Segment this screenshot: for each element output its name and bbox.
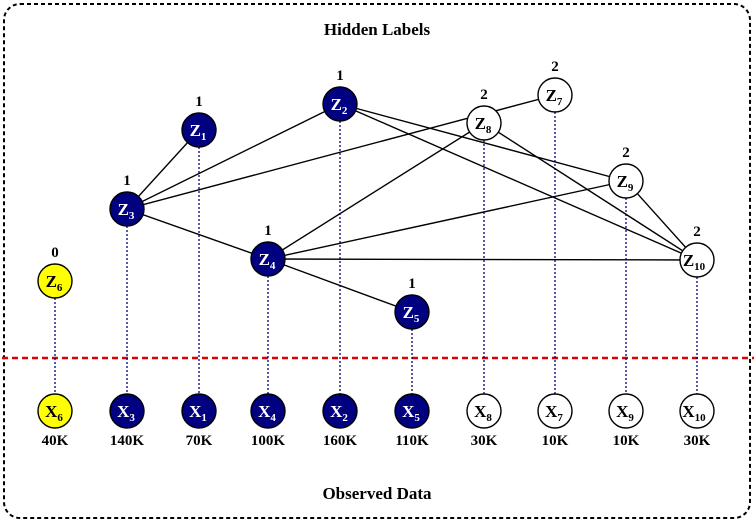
node-label-x5: X5 bbox=[402, 402, 420, 424]
count-label-z2: 1 bbox=[336, 68, 344, 84]
node-circle-x8 bbox=[466, 393, 502, 429]
count-label-z4: 1 bbox=[264, 223, 272, 239]
node-circle-z6 bbox=[37, 263, 73, 299]
node-label-x4: X4 bbox=[258, 402, 276, 424]
node-z9: Z9 bbox=[608, 163, 644, 199]
node-x3: X3 bbox=[109, 393, 145, 429]
node-label-x1: X1 bbox=[189, 402, 207, 424]
size-label-x1: 70K bbox=[186, 433, 213, 449]
node-label-x6: X6 bbox=[45, 402, 63, 424]
count-label-z8: 2 bbox=[480, 87, 488, 103]
node-circle-x1 bbox=[181, 393, 217, 429]
size-label-x9: 10K bbox=[613, 433, 640, 449]
node-circle-z1 bbox=[181, 112, 217, 148]
count-label-z6: 0 bbox=[51, 245, 59, 261]
count-label-z9: 2 bbox=[622, 145, 630, 161]
node-circle-z4 bbox=[250, 241, 286, 277]
node-circle-z5 bbox=[394, 294, 430, 330]
size-label-x2: 160K bbox=[323, 433, 358, 449]
edge-z8-z10 bbox=[483, 122, 698, 261]
node-circle-z9 bbox=[608, 163, 644, 199]
node-label-z7: Z7 bbox=[546, 86, 563, 108]
node-circle-z2 bbox=[322, 86, 358, 122]
node-x8: X8 bbox=[466, 393, 502, 429]
node-label-z10: Z10 bbox=[683, 251, 706, 273]
node-z4: Z4 bbox=[250, 241, 286, 277]
size-label-x5: 110K bbox=[395, 433, 429, 449]
node-label-x9: X9 bbox=[616, 402, 634, 424]
dotted-links bbox=[54, 112, 698, 394]
edge-z3-z4 bbox=[126, 208, 269, 260]
node-label-z6: Z6 bbox=[46, 272, 63, 294]
edge-z9-z10 bbox=[625, 180, 698, 261]
node-label-z5: Z5 bbox=[403, 303, 420, 325]
node-circle-x7 bbox=[537, 393, 573, 429]
node-circle-x9 bbox=[608, 393, 644, 429]
node-label-x8: X8 bbox=[474, 402, 492, 424]
node-x4: X4 bbox=[250, 393, 286, 429]
hidden-labels-title: Hidden Labels bbox=[324, 20, 431, 39]
size-label-x6: 40K bbox=[42, 433, 69, 449]
node-x2: X2 bbox=[322, 393, 358, 429]
size-label-x3: 140K bbox=[110, 433, 145, 449]
node-x6: X6 bbox=[37, 393, 73, 429]
node-label-x7: X7 bbox=[545, 402, 563, 424]
node-circle-z3 bbox=[109, 191, 145, 227]
node-z6: Z6 bbox=[37, 263, 73, 299]
edge-z2-z10 bbox=[339, 103, 698, 261]
node-label-x10: X10 bbox=[682, 402, 706, 424]
edge-z4-z8 bbox=[267, 122, 485, 260]
node-z1: Z1 bbox=[181, 112, 217, 148]
edge-z1-z3 bbox=[126, 129, 200, 210]
node-circle-x6 bbox=[37, 393, 73, 429]
node-label-z4: Z4 bbox=[259, 250, 276, 272]
node-label-z2: Z2 bbox=[331, 95, 348, 117]
node-x9: X9 bbox=[608, 393, 644, 429]
node-circle-x3 bbox=[109, 393, 145, 429]
node-circle-x4 bbox=[250, 393, 286, 429]
edge-z4-z10 bbox=[267, 258, 698, 261]
node-x1: X1 bbox=[181, 393, 217, 429]
count-label-z5: 1 bbox=[408, 276, 416, 292]
size-label-x10: 30K bbox=[684, 433, 711, 449]
node-circle-z10 bbox=[679, 242, 715, 278]
node-z10: Z10 bbox=[679, 242, 715, 278]
edge-z3-z2 bbox=[126, 103, 341, 210]
edge-z2-z9 bbox=[339, 103, 627, 182]
node-circle-z8 bbox=[466, 105, 502, 141]
node-label-x3: X3 bbox=[117, 402, 135, 424]
node-circle-x10 bbox=[679, 393, 715, 429]
node-z5: Z5 bbox=[394, 294, 430, 330]
outer-frame bbox=[3, 3, 751, 519]
node-z7: Z7 bbox=[537, 77, 573, 113]
node-circle-z7 bbox=[537, 77, 573, 113]
node-circle-x5 bbox=[394, 393, 430, 429]
node-label-z8: Z8 bbox=[475, 114, 492, 136]
edge-z4-z9 bbox=[267, 180, 627, 260]
node-label-z1: Z1 bbox=[190, 121, 207, 143]
size-label-x4: 100K bbox=[251, 433, 286, 449]
edge-z4-z5 bbox=[267, 258, 413, 313]
node-z8: Z8 bbox=[466, 105, 502, 141]
count-label-z1: 1 bbox=[195, 94, 203, 110]
node-x5: X5 bbox=[394, 393, 430, 429]
count-label-z3: 1 bbox=[123, 173, 131, 189]
observed-data-title: Observed Data bbox=[322, 484, 432, 503]
node-z2: Z2 bbox=[322, 86, 358, 122]
size-label-x7: 10K bbox=[542, 433, 569, 449]
count-label-z10: 2 bbox=[693, 224, 701, 240]
node-label-z9: Z9 bbox=[617, 172, 634, 194]
node-circle-x2 bbox=[322, 393, 358, 429]
node-z3: Z3 bbox=[109, 191, 145, 227]
node-label-z3: Z3 bbox=[118, 200, 135, 222]
size-label-x8: 30K bbox=[471, 433, 498, 449]
node-x7: X7 bbox=[537, 393, 573, 429]
count-label-z7: 2 bbox=[551, 59, 559, 75]
node-x10: X10 bbox=[679, 393, 715, 429]
node-label-x2: X2 bbox=[330, 402, 348, 424]
